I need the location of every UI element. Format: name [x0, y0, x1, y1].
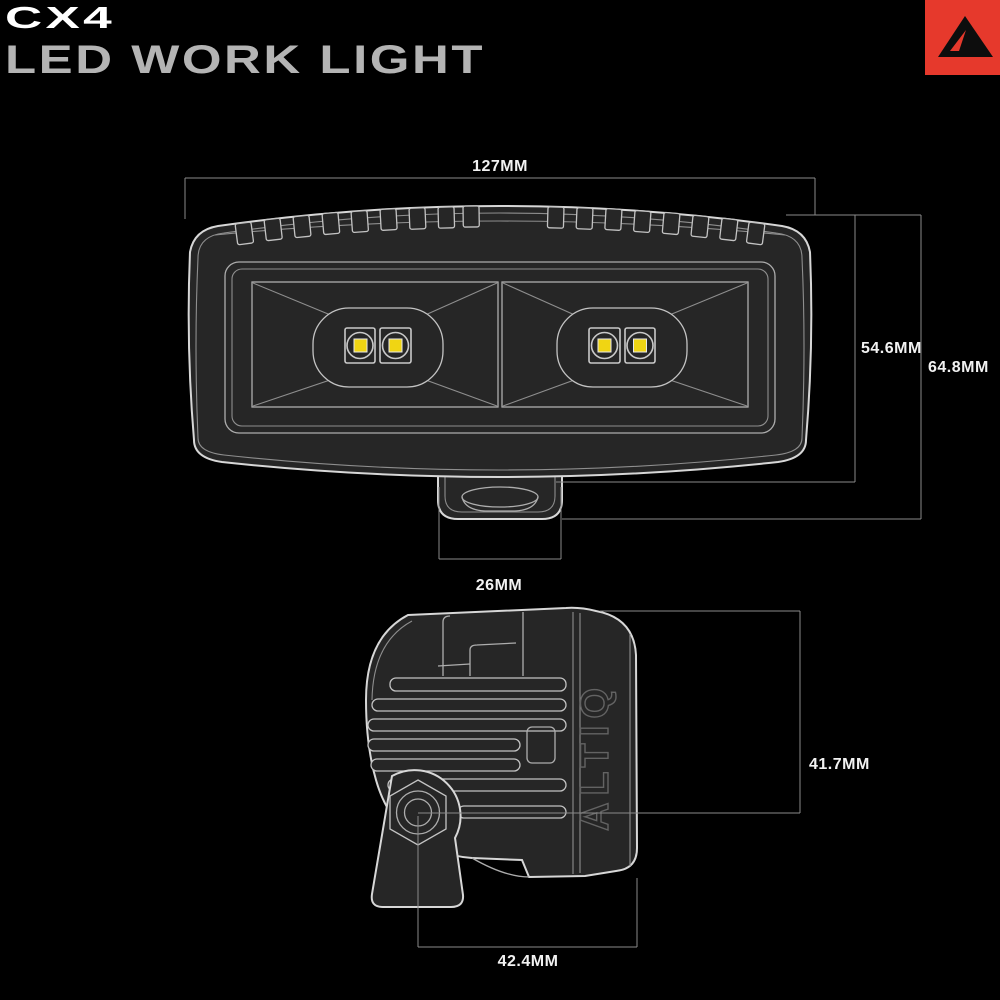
side-top-blocks: [437, 612, 524, 676]
side-bottom-step: [471, 857, 530, 878]
bezel-outer: [224, 261, 776, 434]
mount-stud-inner-line: [444, 462, 556, 513]
triangle-mark-notch: [950, 30, 966, 51]
dimension-housing-height-label: 54.6MM: [861, 340, 922, 357]
rear-panel-lines: [572, 612, 631, 874]
front-dimension-lines: [184, 177, 922, 560]
side-body-inner-line: [371, 620, 413, 701]
dimension-depth-label: 42.4MM: [498, 953, 559, 970]
triangle-mark-icon: [938, 16, 993, 57]
led-chip: [353, 338, 368, 353]
led-chip: [388, 338, 403, 353]
side-brand-text: ALTIQ: [573, 681, 617, 831]
dimension-width-label: 127MM: [472, 158, 528, 175]
product-title: LED WORK LIGHT: [5, 38, 485, 82]
dimension-center-height-label: 41.7MM: [809, 756, 870, 773]
altiq-logo: [925, 0, 1000, 75]
front-view-drawing: 127MM 54.6MM 64.8MM 26MM: [184, 158, 989, 594]
title-block: CX4 LED WORK LIGHT: [5, 0, 485, 82]
side-dimension-lines: [417, 610, 801, 948]
dimension-mount-width-label: 26MM: [476, 577, 522, 594]
side-view-drawing: ALTIQ 41.7MM 42.4MM: [364, 606, 870, 970]
dimension-overall-height-label: 64.8MM: [928, 359, 989, 376]
bezel-inner: [231, 268, 769, 427]
side-port: [526, 726, 556, 764]
reflector-left: [251, 281, 499, 408]
front-body-outline: [187, 205, 813, 478]
led-chip: [633, 338, 647, 353]
reflector-right: [501, 281, 749, 408]
front-fins: [234, 205, 766, 246]
model-title: CX4: [5, 0, 115, 35]
stud-dome: [461, 486, 539, 512]
mount-foot: [370, 769, 465, 908]
led-chip: [597, 338, 612, 353]
